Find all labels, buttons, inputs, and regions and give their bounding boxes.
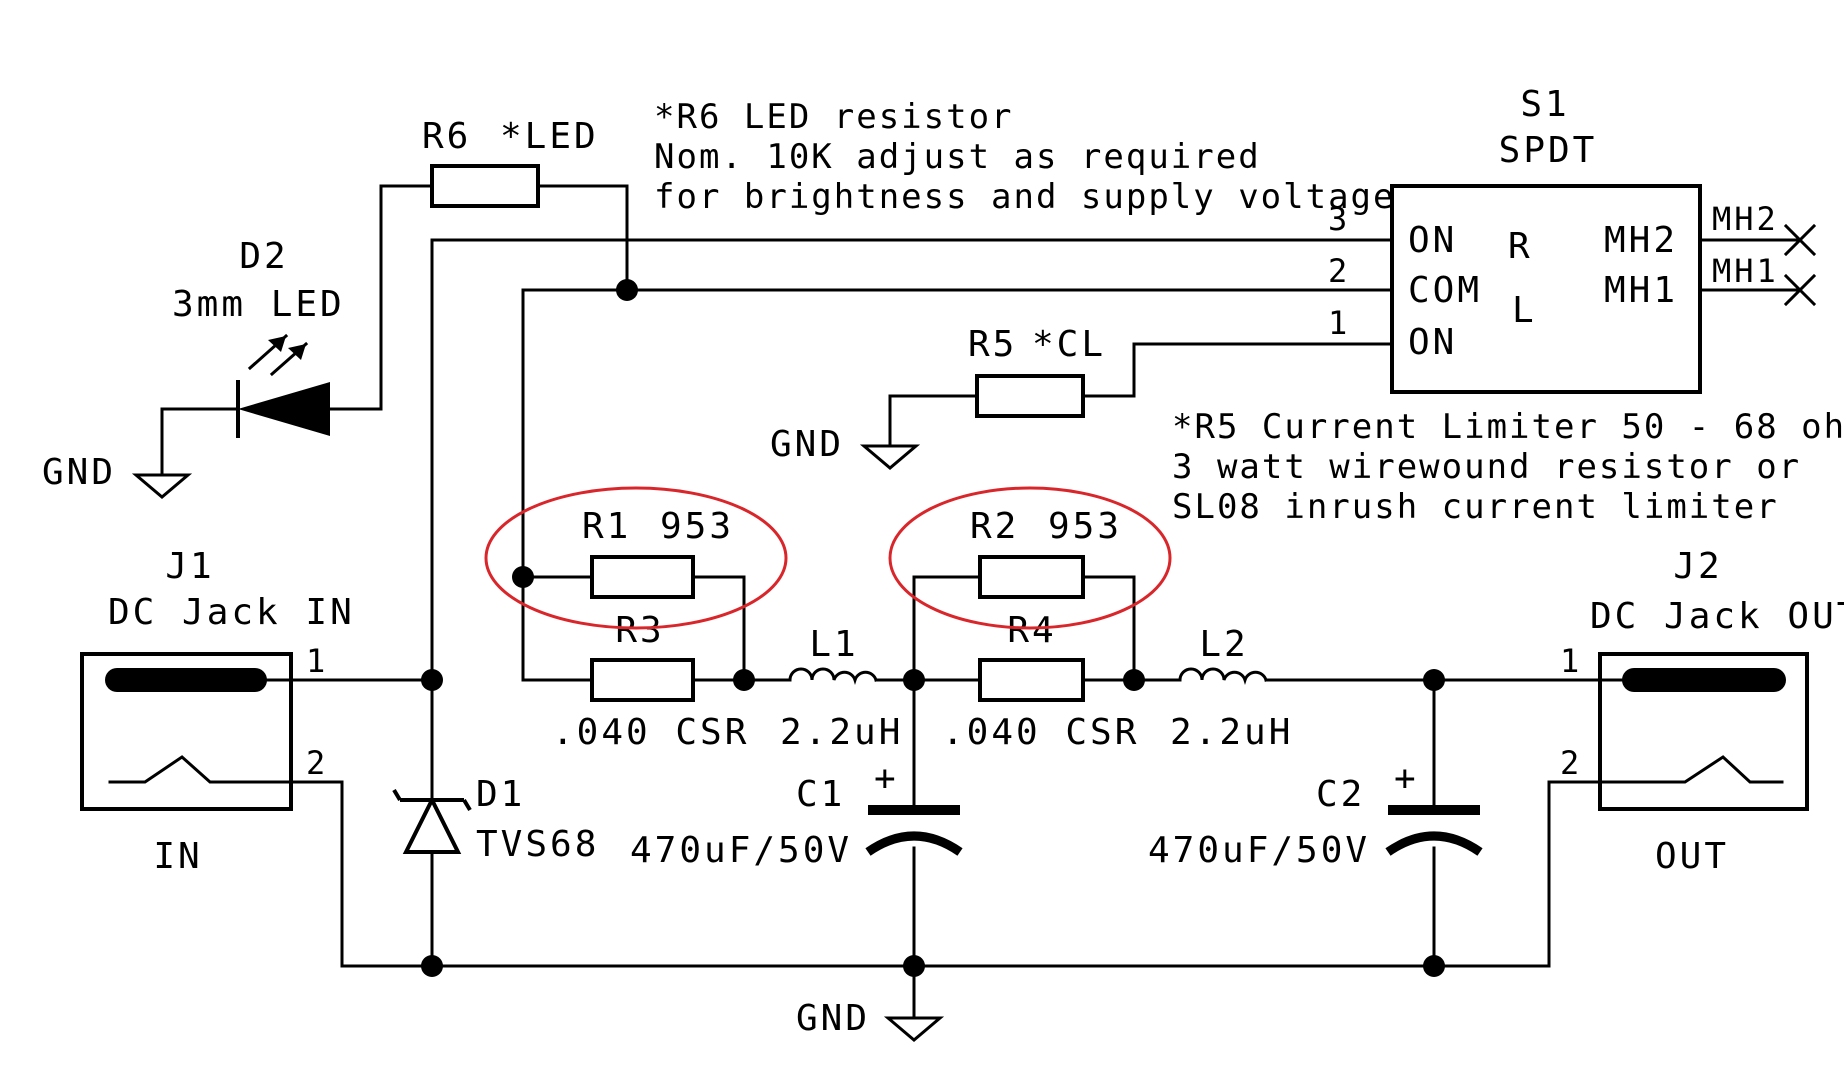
r3-value: .040 CSR <box>552 712 749 753</box>
c1-capacitor: + C1 470uF/50V <box>630 758 963 871</box>
junction-dot <box>1423 669 1445 691</box>
r1-ref: R1 <box>582 506 631 547</box>
r4-ref: R4 <box>1007 610 1056 651</box>
r4-value: .040 CSR <box>942 712 1139 753</box>
j1-dc-jack-in: J1 DC Jack IN 1 2 IN <box>80 546 355 877</box>
j2-pin-1: 1 <box>1560 642 1582 680</box>
r6-note-line-2: Nom. 10K adjust as required <box>654 137 1261 177</box>
s1-pin-com: COM <box>1408 270 1482 311</box>
r6-ref: R6 <box>422 116 471 157</box>
l2-value: 2.2uH <box>1170 712 1293 753</box>
junction-dot <box>1123 669 1145 691</box>
junction-dot <box>903 669 925 691</box>
r5-resistor: R5 *CL <box>968 324 1106 418</box>
j2-label: OUT <box>1655 836 1729 877</box>
highlight-ellipse-r1 <box>484 486 788 630</box>
r2-ref: R2 <box>970 506 1019 547</box>
s1-pin-num-2: 2 <box>1328 252 1350 290</box>
l1-ref: L1 <box>809 624 858 665</box>
junctions <box>421 279 1445 977</box>
l1-inductor: L1 2.2uH <box>780 624 903 753</box>
r6-note: *R6 LED resistor Nom. 10K adjust as requ… <box>654 97 1396 217</box>
j1-pin-1: 1 <box>306 642 328 680</box>
r5-value: *CL <box>1032 324 1106 365</box>
s1-mh1-inner: MH1 <box>1604 270 1678 311</box>
r1-resistor: R1 953 <box>582 506 734 599</box>
r2-value: 953 <box>1048 506 1122 547</box>
s1-mh2-outer: MH2 <box>1712 200 1779 238</box>
c1-polarity: + <box>874 758 899 799</box>
j1-label: IN <box>153 836 202 877</box>
s1-pin-num-3: 3 <box>1328 200 1350 238</box>
gnd-symbol-r5: GND <box>770 424 921 470</box>
d1-ref: D1 <box>476 774 525 815</box>
c2-polarity: + <box>1394 758 1419 799</box>
s1-value: SPDT <box>1499 130 1598 171</box>
d2-ref: D2 <box>239 236 288 277</box>
junction-dot <box>512 566 534 588</box>
junction-dot <box>903 955 925 977</box>
gnd-label-led: GND <box>42 452 116 493</box>
r5-ref: R5 <box>968 324 1017 365</box>
s1-pole-l: L <box>1512 290 1537 331</box>
j2-ref: J2 <box>1673 546 1722 587</box>
r6-note-line-1: *R6 LED resistor <box>654 97 1014 137</box>
j2-dc-jack-out: J2 DC Jack OUT 1 2 OUT <box>1560 546 1844 877</box>
r3-resistor: R3 .040 CSR <box>552 610 749 753</box>
l2-inductor: L2 2.2uH <box>1170 624 1293 753</box>
r2-resistor: R2 953 <box>970 506 1122 599</box>
c2-ref: C2 <box>1316 774 1365 815</box>
r5-note-line-1: *R5 Current Limiter 50 - 68 ohms <box>1172 407 1844 447</box>
c2-capacitor: + C2 470uF/50V <box>1148 758 1483 871</box>
gnd-label-r5: GND <box>770 424 844 465</box>
r6-resistor: R6 *LED <box>422 116 599 208</box>
s1-pole-r: R <box>1508 226 1533 267</box>
l1-value: 2.2uH <box>780 712 903 753</box>
r4-resistor: R4 .040 CSR <box>942 610 1139 753</box>
junction-dot <box>421 669 443 691</box>
junction-dot <box>616 279 638 301</box>
gnd-symbol-main: GND <box>796 998 945 1042</box>
r6-value: *LED <box>500 116 599 157</box>
r1-value: 953 <box>660 506 734 547</box>
junction-dot <box>421 955 443 977</box>
gnd-symbol-led: GND <box>42 452 193 499</box>
highlight-ellipse-r2 <box>888 486 1172 630</box>
d2-led: D2 3mm LED <box>172 236 345 438</box>
s1-pin-on-bottom: ON <box>1408 322 1457 363</box>
l2-ref: L2 <box>1199 624 1248 665</box>
d1-value: TVS68 <box>476 824 599 865</box>
s1-mh1-outer: MH1 <box>1712 252 1779 290</box>
c1-ref: C1 <box>796 774 845 815</box>
r3-ref: R3 <box>615 610 664 651</box>
wires <box>160 184 1802 1020</box>
c1-value: 470uF/50V <box>630 830 852 871</box>
d1-tvs-diode: D1 TVS68 <box>392 774 599 865</box>
d2-value: 3mm LED <box>172 284 345 325</box>
j2-value: DC Jack OUT <box>1590 596 1844 637</box>
gnd-label-main: GND <box>796 998 870 1039</box>
junction-dot <box>733 669 755 691</box>
s1-pin-num-1: 1 <box>1328 304 1350 342</box>
s1-ref: S1 <box>1520 84 1569 125</box>
r5-note: *R5 Current Limiter 50 - 68 ohms 3 watt … <box>1172 407 1844 527</box>
r6-note-line-3: for brightness and supply voltage <box>654 177 1396 217</box>
j2-pin-2: 2 <box>1560 744 1582 782</box>
s1-spdt-switch: S1 SPDT 3 2 1 ON COM ON R L MH2 MH1 MH2 … <box>1328 84 1817 394</box>
c2-value: 470uF/50V <box>1148 830 1370 871</box>
j1-pin-2: 2 <box>306 744 328 782</box>
j1-value: DC Jack IN <box>108 592 355 633</box>
junction-dot <box>1423 955 1445 977</box>
r5-note-line-3: SL08 inrush current limiter <box>1172 487 1779 527</box>
j1-ref: J1 <box>165 546 214 587</box>
s1-pin-on-top: ON <box>1408 220 1457 261</box>
r5-note-line-2: 3 watt wirewound resistor or <box>1172 447 1801 487</box>
s1-mh2-inner: MH2 <box>1604 220 1678 261</box>
